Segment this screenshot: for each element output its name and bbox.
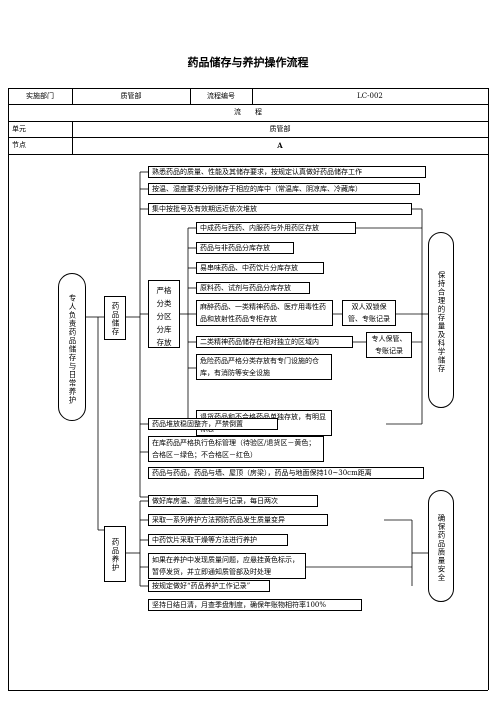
table-border-left	[8, 88, 9, 690]
storage-label: 药品储存	[111, 302, 120, 336]
maintenance-step-6: 坚持日结日清，月查季盘制度，确保年账物相符率100%	[148, 599, 362, 611]
left-responsibility-oval	[58, 273, 86, 421]
table-row-divider	[8, 137, 488, 138]
partition-step-7: 危险药品严格分类存放有专门设施的仓库，有消防等安全设施	[196, 354, 332, 380]
right-storage-text: 保持合理的存量及科学储存	[437, 271, 446, 373]
table-row-divider	[8, 121, 488, 122]
dept-label: 实施部门	[26, 92, 54, 100]
table-row-divider	[8, 154, 488, 155]
partition-step-3: 易串味药品、中药饮片分库存放	[196, 262, 324, 274]
code-label: 流程编号	[207, 92, 235, 100]
special-note-1: 双人双锁保管、专账记录	[342, 300, 396, 326]
maintenance-label-box	[104, 526, 126, 582]
maintenance-label: 药品养护	[111, 538, 120, 572]
special-note-2: 专人保管、专账记录	[366, 332, 412, 358]
left-responsibility-text: 专人负责药品储存与日常养护	[68, 293, 77, 405]
dept-value: 质管部	[120, 92, 142, 100]
partition-label: 严格分类分区分库存放	[148, 284, 180, 349]
table-border-right	[488, 88, 489, 690]
table-row-divider	[8, 104, 488, 105]
document-title: 药品储存与养护操作流程	[187, 56, 309, 69]
code-value: LC-002	[357, 92, 383, 100]
maintenance-step-5: 按规定做好“药品养护工作记录”	[148, 580, 270, 592]
storage-step-1: 熟悉药品的质量、性能及其储存要求，按规定认真做好药品储存工作	[148, 166, 426, 178]
maintenance-step-4: 如果在养护中发现质量问题，应悬挂黄色标示，暂停发货，并立即通知质管部及时处理	[148, 553, 306, 579]
after-step-1: 药品堆放稳固整齐，严禁倒置	[148, 418, 278, 430]
maintenance-step-2: 采取一系列养护方法预防药品发生质量变异	[148, 514, 328, 526]
storage-step-2: 按温、湿度要求分别储存于相应的库中（常温库、阴凉库、冷藏库）	[148, 183, 420, 195]
table-border-top	[8, 88, 488, 89]
right-quality-oval	[428, 490, 454, 602]
table-col-divider	[72, 121, 73, 154]
table-col-divider	[72, 88, 73, 104]
partition-step-1: 中成药与西药、内服药与外用药区存放	[196, 222, 356, 234]
table-col-divider	[190, 88, 191, 104]
storage-step-3: 集中按批号及有效期远近依次堆放	[148, 203, 412, 215]
table-border-bottom	[8, 690, 488, 691]
node-value: A	[277, 141, 283, 150]
table-col-divider	[252, 88, 253, 104]
maintenance-step-3: 中药饮片采取干燥等方法进行养护	[148, 534, 288, 546]
process-label: 流 程	[234, 108, 262, 116]
right-storage-oval	[428, 232, 454, 408]
partition-step-5: 麻醉药品、一类精神药品、医疗用毒性药品和放射性药品专柜存放	[196, 300, 333, 326]
storage-label-box	[104, 296, 126, 340]
partition-step-4: 原料药、试剂与药品分库存放	[196, 282, 310, 294]
partition-label-text: 严格分类分区分库存放	[156, 286, 172, 347]
right-quality-text: 确保药品质量安全	[437, 514, 446, 582]
node-label: 节点	[12, 141, 26, 149]
partition-label-box	[148, 280, 180, 348]
unit-value: 质管部	[269, 125, 291, 133]
after-step-3: 药品与药品，药品与墙、屋顶（房梁），药品与地面保持10~30cm距离	[148, 467, 424, 479]
partition-step-6: 二类精神药品储存在相对独立的区域内	[196, 336, 353, 348]
maintenance-step-1: 做好库房温、湿度检测与记录，每日两次	[148, 495, 318, 507]
partition-step-2: 药品与非药品分库存放	[196, 242, 294, 254]
unit-label: 单元	[12, 125, 26, 133]
after-step-2: 在库药品严格执行色标管理（待验区/退货区－黄色；合格区－绿色；不合格区－红色）	[148, 436, 324, 462]
